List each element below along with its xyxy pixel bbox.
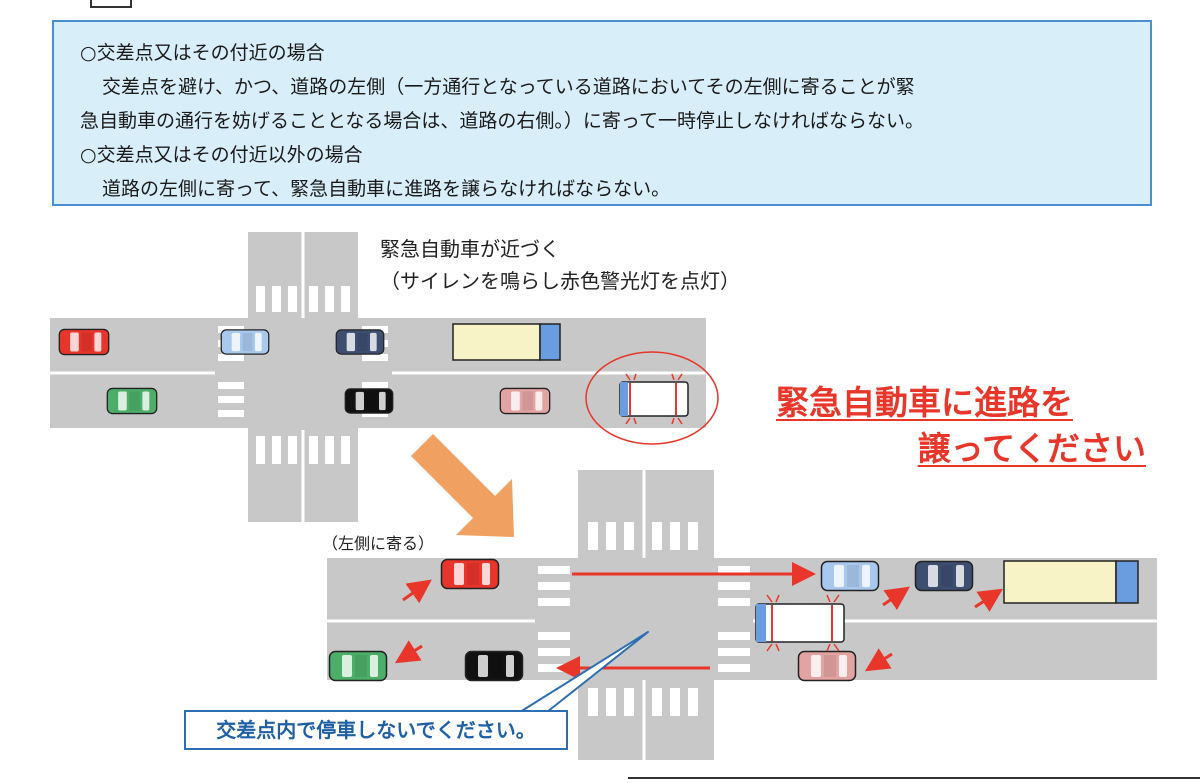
keep-left-label: （左側に寄る）	[322, 534, 435, 553]
ambulance-bottom	[755, 594, 845, 652]
emergency-caption: 緊急自動車が近づく （サイレンを鳴らし赤色警光灯を点灯）	[380, 233, 740, 297]
bottom-rule	[628, 777, 1200, 779]
car-red-top	[58, 328, 110, 356]
bottom-crosswalk-north	[588, 522, 698, 550]
car-pink-bottom	[797, 650, 857, 682]
info-text-intersection-2: 急自動車の通行を妨げることとなる場合は、道路の右側。）に寄って一時停止しなければ…	[80, 110, 924, 132]
caption-line-1: 緊急自動車が近づく	[380, 237, 560, 261]
car-navy-bottom	[914, 560, 974, 592]
truck-top	[452, 323, 561, 361]
bottom-scene	[327, 470, 1157, 760]
transition-arrow	[411, 434, 514, 537]
yield-message: 緊急自動車に進路を 譲ってください	[770, 380, 1150, 470]
bottom-crosswalk-east	[718, 566, 750, 672]
yield-line-2: 譲ってください	[917, 429, 1146, 468]
top-crosswalk-north	[256, 286, 350, 312]
bottom-crosswalk-south	[588, 688, 698, 716]
ambulance-top	[619, 373, 689, 425]
car-lightblue-bottom	[820, 560, 880, 592]
info-text-other: 道路の左側に寄って、緊急自動車に進路を譲らなければならない。	[102, 178, 671, 200]
bottom-crosswalk-west	[538, 566, 570, 672]
car-pink-top	[499, 387, 551, 415]
car-black-bottom	[464, 650, 524, 682]
top-crosswalk-south	[256, 436, 350, 464]
truck-bottom	[1003, 560, 1139, 604]
top-scene	[50, 232, 719, 522]
info-heading-intersection: ○交差点又はその付近の場合	[80, 42, 325, 64]
ambulance-highlight-circle	[585, 351, 719, 445]
info-box: ○交差点又はその付近の場合 交差点を避け、かつ、道路の左側（一方通行となっている…	[52, 20, 1152, 206]
yield-line-1: 緊急自動車に進路を	[776, 383, 1073, 422]
car-green-top	[106, 387, 158, 415]
info-text-intersection-1: 交差点を避け、かつ、道路の左側（一方通行となっている道路においてその左側に寄るこ…	[102, 76, 915, 98]
info-heading-other: ○交差点又はその付近以外の場合	[80, 144, 363, 166]
car-black-top	[344, 388, 394, 414]
shift-arrows	[394, 579, 1004, 672]
corner-tab	[90, 0, 132, 8]
car-navy-top	[335, 329, 385, 355]
no-stop-notice: 交差点内で停車しないでください。	[184, 710, 568, 750]
car-red-bottom	[440, 558, 500, 590]
car-green-bottom	[328, 650, 388, 682]
car-lightblue-top	[220, 329, 270, 355]
caption-line-2: （サイレンを鳴らし赤色警光灯を点灯）	[380, 269, 740, 293]
